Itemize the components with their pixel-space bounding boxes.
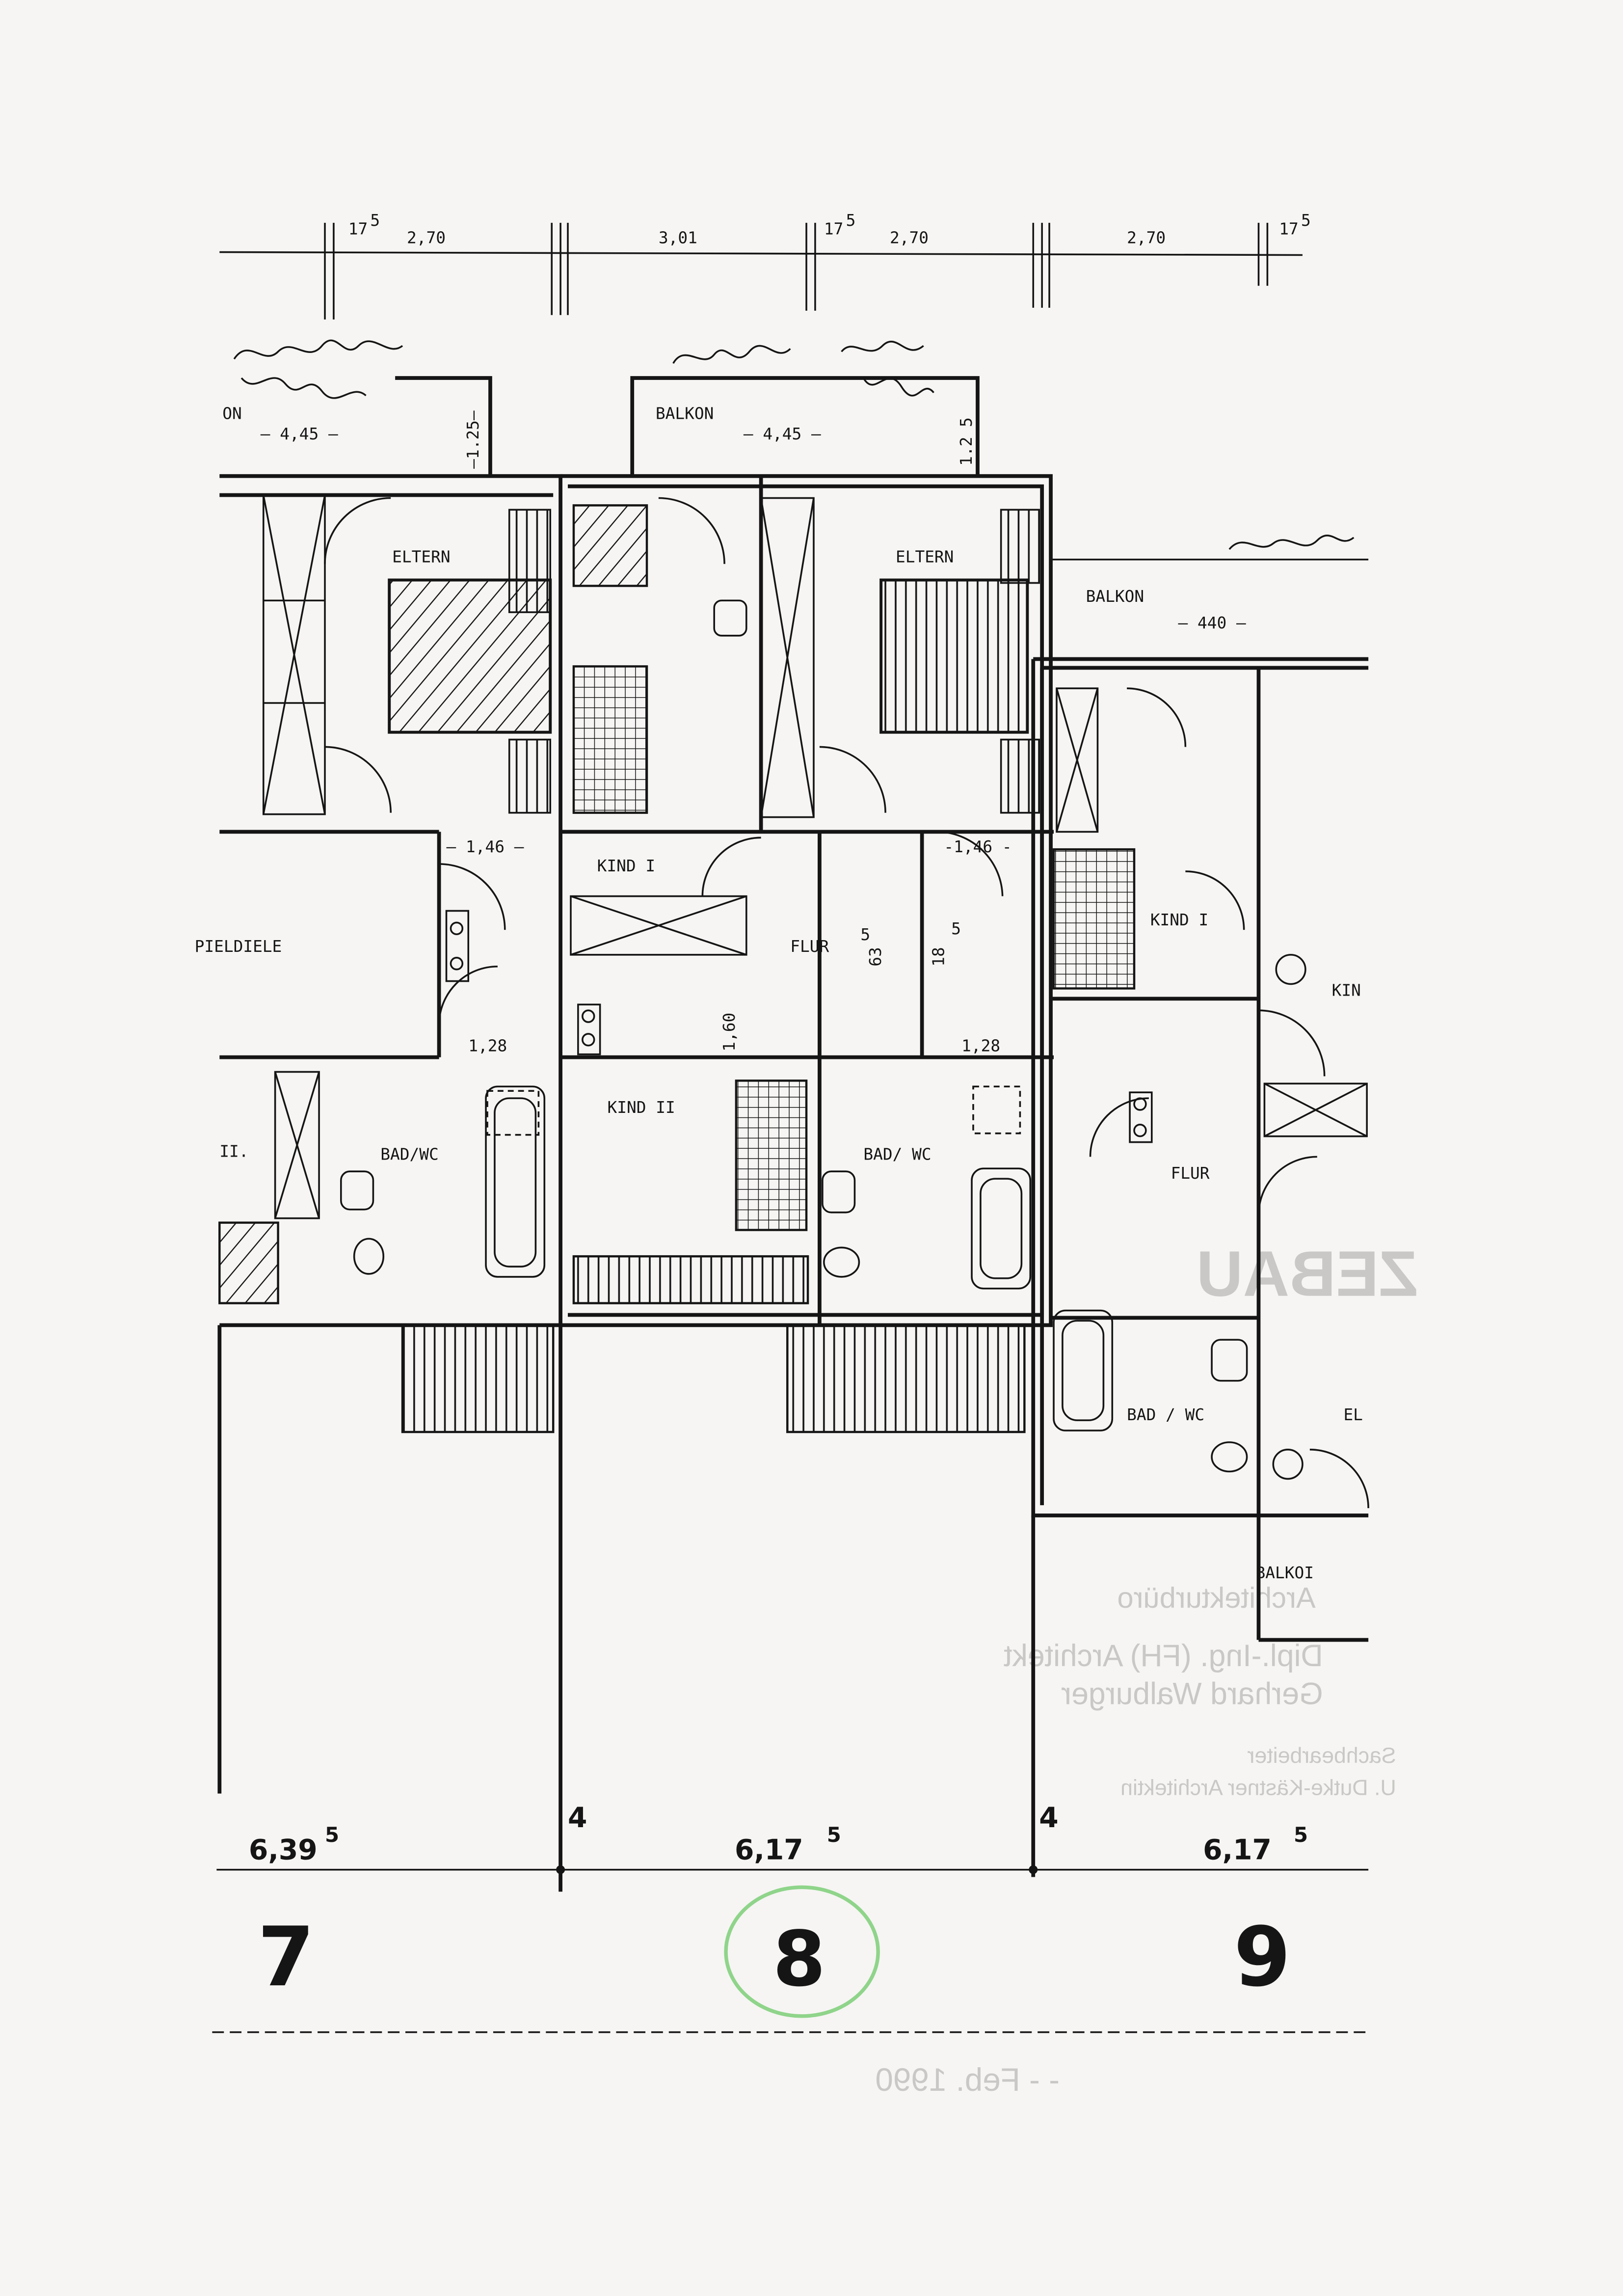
unit-width-9: 6,17 bbox=[1203, 1834, 1272, 1866]
stamp-line3: Gerhard Walburger bbox=[1061, 1677, 1323, 1711]
bottom-dimension-chain: 6,39 5 4 6,17 5 4 6,17 5 bbox=[216, 1325, 1369, 1892]
unit-number-7: 7 bbox=[258, 1910, 315, 2005]
room-flur-8: FLUR bbox=[790, 937, 829, 956]
dim-1-28-7: 1,28 bbox=[468, 1037, 507, 1055]
stamp-line5: U. Dutke-Kästner Architektin bbox=[1120, 1776, 1396, 1800]
balconies: ON – 4,45 – –1.25– BALKON – 4,45 – 1.2 5… bbox=[222, 339, 1369, 632]
stamp-date: - - Feb. 1990 bbox=[875, 2062, 1060, 2098]
dim-18-8: 18 bbox=[929, 947, 948, 966]
stairs bbox=[401, 1324, 1026, 1433]
dim-sup: 5 bbox=[860, 925, 870, 944]
unit-number-9: 9 bbox=[1234, 1910, 1291, 2005]
room-kind1-9: KIND I bbox=[1150, 911, 1208, 929]
balkon-width-7: – 4,45 – bbox=[261, 425, 338, 443]
unit-width-7: 6,39 bbox=[249, 1834, 318, 1866]
stamp-line2: Dipl.-Ing. (FH) Architekt bbox=[1004, 1639, 1323, 1673]
walls bbox=[219, 474, 1369, 1642]
dim-sup: 5 bbox=[951, 919, 961, 938]
balkon-depth-8: 1.2 5 bbox=[957, 417, 976, 466]
dim-17-5: 17 bbox=[824, 220, 844, 239]
unit-number-8: 8 bbox=[772, 1915, 825, 2003]
dim-sup: 5 bbox=[370, 211, 380, 230]
room-bad-7: BAD/WC bbox=[380, 1145, 438, 1163]
highlight-circle bbox=[724, 1885, 880, 2018]
dim-2-70: 2,70 bbox=[1127, 229, 1166, 247]
room-kind2-8: KIND II bbox=[608, 1098, 675, 1117]
room-kind-7: II. bbox=[219, 1142, 248, 1161]
balkon-width-8: – 4,45 – bbox=[744, 425, 821, 443]
room-kind1-8: KIND I bbox=[597, 857, 655, 875]
room-flur-9: FLUR bbox=[1171, 1164, 1210, 1183]
unit-width-sup: 5 bbox=[1294, 1823, 1308, 1847]
dim-sup: 5 bbox=[846, 211, 856, 230]
dim-17-5: 17 bbox=[348, 220, 368, 239]
balkon-label-9: BALKON bbox=[1086, 587, 1144, 606]
bleed-through-stamp: Architekturbüro Dipl.-Ing. (FH) Architek… bbox=[875, 1238, 1418, 2098]
room-kind2-9: KIN bbox=[1332, 981, 1361, 999]
room-balkon2-9: BALKOI bbox=[1256, 1564, 1314, 1582]
room-spieldiele-7: PIELDIELE bbox=[195, 937, 282, 956]
wall-dim-4: 4 bbox=[1039, 1802, 1058, 1834]
room-eltern-7: ELTERN bbox=[392, 548, 450, 567]
room-eltern-8: ELTERN bbox=[896, 548, 954, 567]
unit-width-sup: 5 bbox=[325, 1823, 339, 1847]
balkon-label-8: BALKON bbox=[656, 404, 714, 423]
stamp-line4: Sachbearbeiter bbox=[1247, 1744, 1396, 1768]
room-labels: ELTERN – 1,46 – 1,28 PIELDIELE II. BAD/W… bbox=[195, 548, 1363, 1582]
wall-dim-4: 4 bbox=[568, 1802, 587, 1834]
room-eltern-9: EL bbox=[1343, 1405, 1363, 1424]
dim-1-46-8: -1,46 - bbox=[944, 837, 1011, 856]
room-bad-8: BAD/ WC bbox=[863, 1145, 931, 1163]
stamp-line1: Architekturbüro bbox=[1117, 1581, 1315, 1614]
dim-1-46-7: – 1,46 – bbox=[446, 837, 524, 856]
dim-17-5: 17 bbox=[1279, 220, 1299, 239]
room-bad-9: BAD / WC bbox=[1127, 1405, 1204, 1424]
dim-1-60-8: 1,60 bbox=[720, 1013, 739, 1052]
unit-width-8: 6,17 bbox=[735, 1834, 803, 1866]
balkon-label-7: ON bbox=[222, 404, 242, 423]
dim-3-01: 3,01 bbox=[659, 229, 697, 247]
balkon-width-9: – 440 – bbox=[1178, 614, 1246, 632]
dim-2-70: 2,70 bbox=[890, 229, 929, 247]
unit-numbers: 7 8 9 bbox=[212, 1885, 1369, 2033]
dim-sup: 5 bbox=[1301, 211, 1311, 230]
dim-63-8: 63 bbox=[866, 947, 885, 966]
dim-1-28-8: 1,28 bbox=[961, 1037, 1000, 1055]
furniture bbox=[218, 497, 1369, 1509]
unit-width-sup: 5 bbox=[827, 1823, 841, 1847]
stamp-logo: ZEBAU bbox=[1197, 1238, 1418, 1310]
balkon-depth-7: –1.25– bbox=[464, 410, 482, 469]
dim-2-70: 2,70 bbox=[407, 229, 446, 247]
